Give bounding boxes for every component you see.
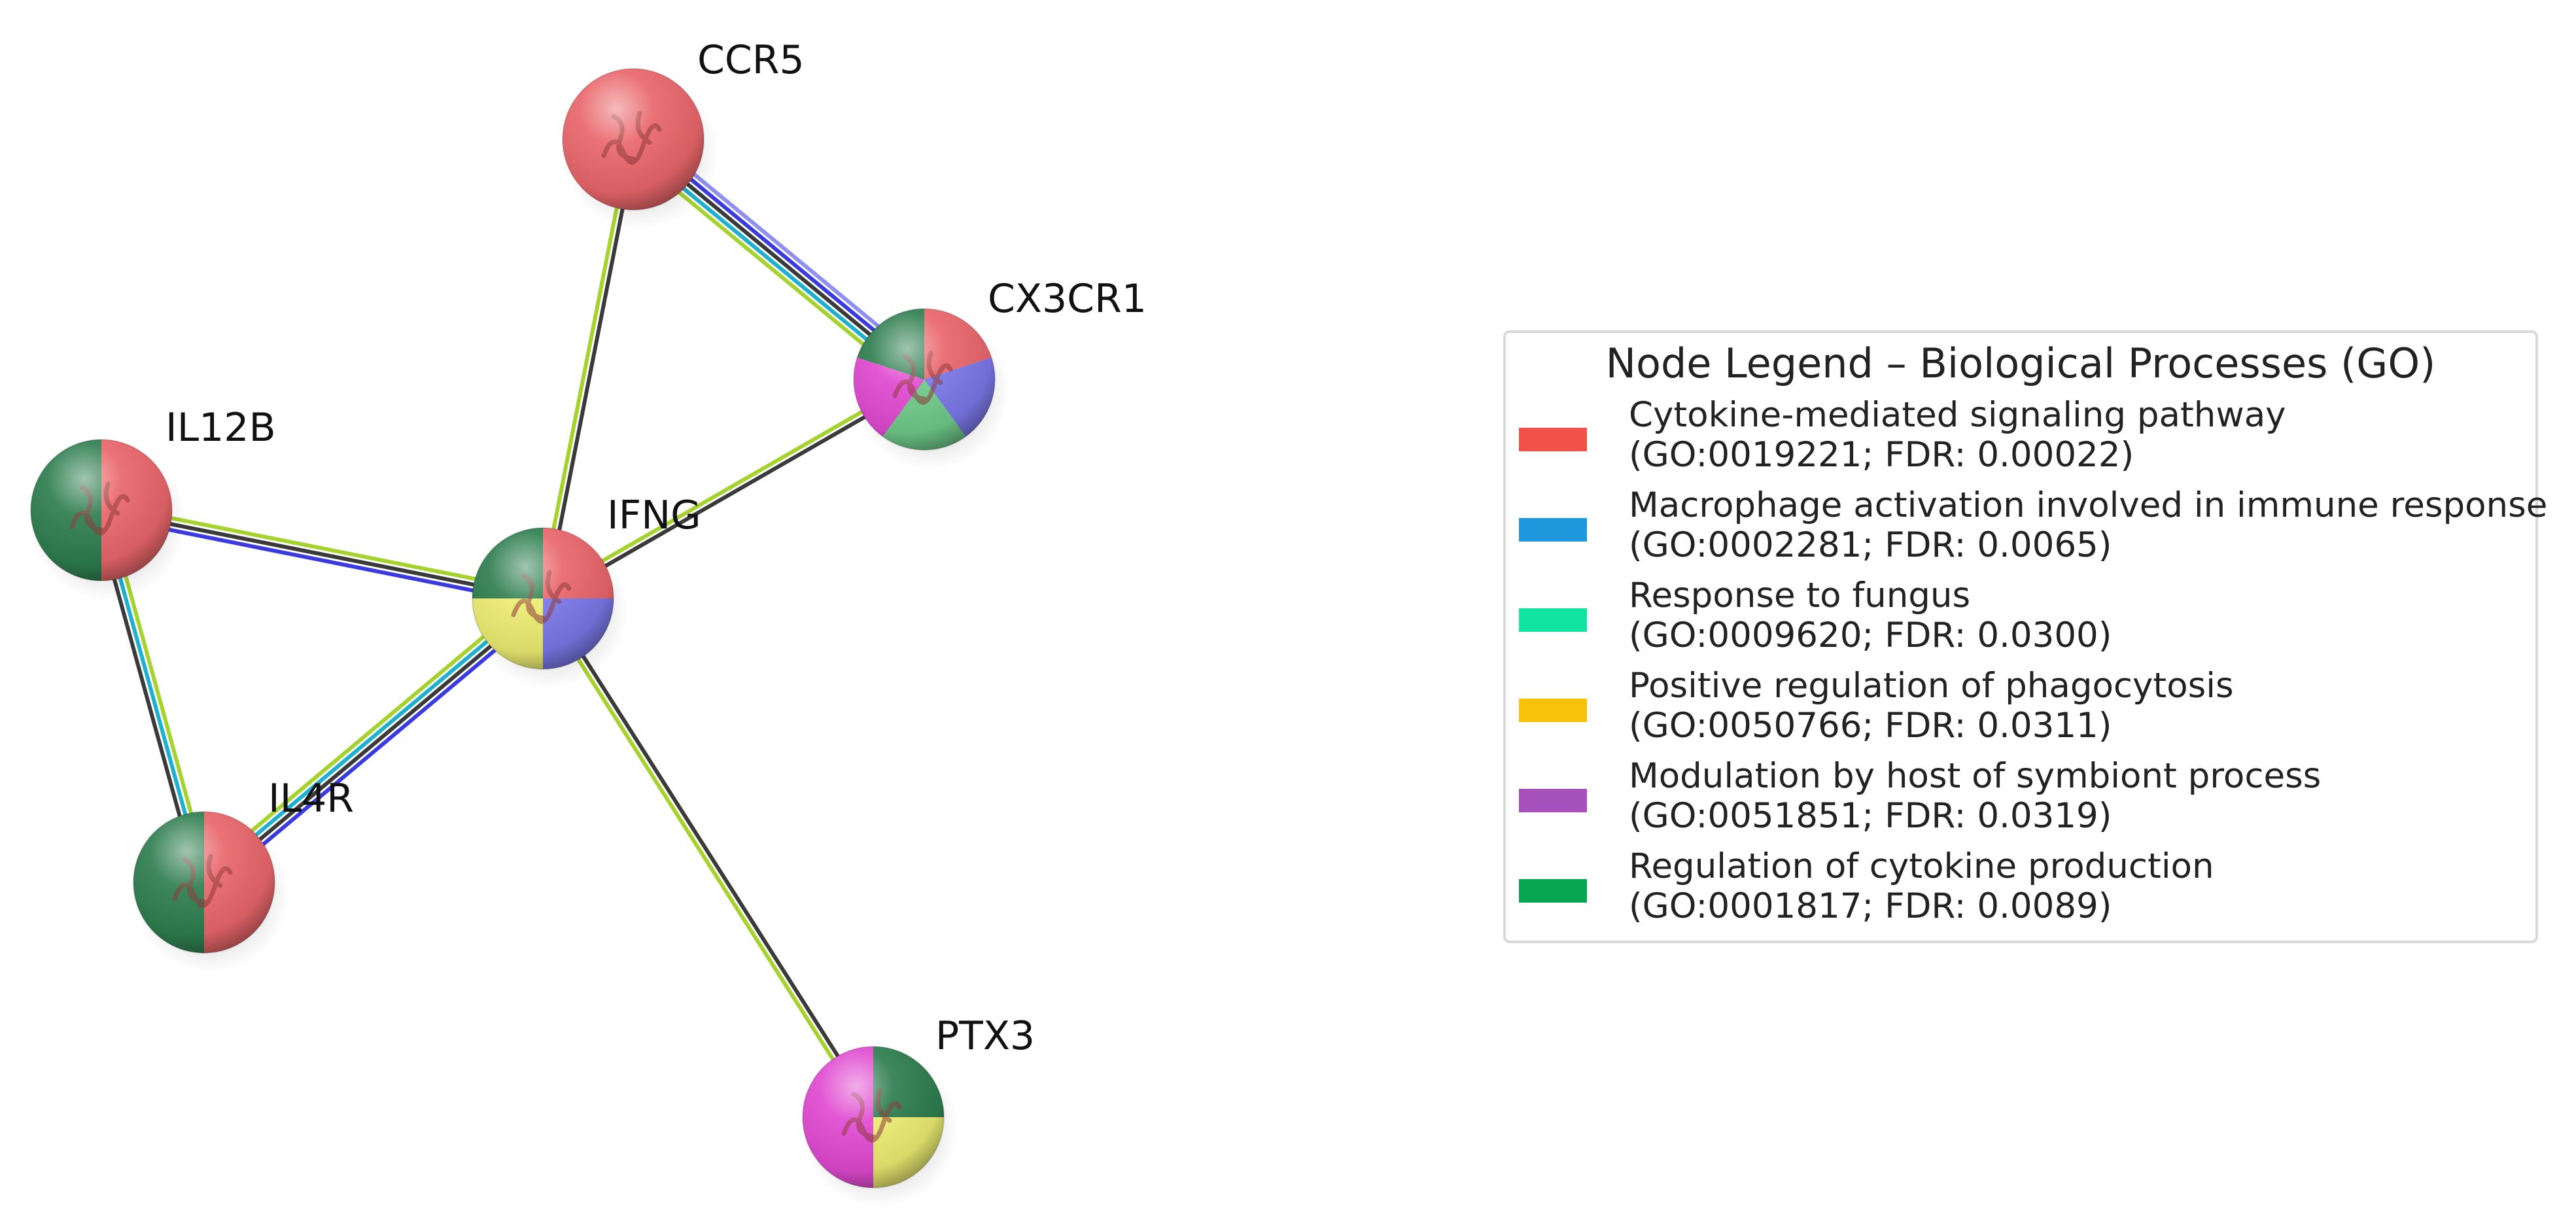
label-layer: CCR5 CX3CR1 IL12B IFNG IL4R PTX3 (165, 37, 1147, 1059)
node-layer (29, 68, 1009, 1207)
node-cx3cr1[interactable] (852, 308, 1009, 470)
legend-item-name: Positive regulation of phagocytosis (1629, 666, 2234, 706)
node-label-ifng: IFNG (607, 493, 701, 538)
node-il12b[interactable] (29, 439, 186, 600)
legend-item-detail: (GO:0051851; FDR: 0.0319) (1629, 796, 2112, 836)
node-gloss (562, 68, 705, 211)
legend-item-name: Response to fungus (1629, 576, 1971, 615)
edge-strand (538, 598, 873, 1120)
node-ifng[interactable] (471, 527, 628, 689)
legend-item-name: Modulation by host of symbiont process (1629, 756, 2322, 796)
node-label-cx3cr1: CX3CR1 (988, 276, 1147, 322)
node-gloss (472, 527, 614, 670)
legend-item: Macrophage activation involved in immune… (1518, 485, 2547, 567)
node-gloss (30, 439, 173, 581)
legend-text: Cytokine-mediated signaling pathway (GO:… (1629, 395, 2286, 475)
node-label-ccr5: CCR5 (697, 37, 805, 83)
legend-item: Regulation of cytokine production (GO:00… (1518, 846, 2525, 928)
legend-item-detail: (GO:0050766; FDR: 0.0311) (1629, 706, 2112, 746)
node-il4r[interactable] (132, 811, 289, 973)
legend-item-detail: (GO:0002281; FDR: 0.0065) (1629, 525, 2112, 565)
legend-item-name: Macrophage activation involved in immune… (1629, 485, 2548, 525)
legend-text: Regulation of cytokine production (GO:00… (1629, 846, 2214, 926)
legend-swatch (1519, 518, 1587, 542)
legend-swatch (1519, 879, 1587, 903)
legend-item: Positive regulation of phagocytosis (GO:… (1518, 666, 2525, 748)
legend-text: Macrophage activation involved in immune… (1629, 485, 2547, 565)
legend-item: Cytokine-mediated signaling pathway (GO:… (1518, 395, 2525, 477)
legend-swatch (1519, 608, 1587, 632)
legend-swatch (1519, 428, 1587, 451)
node-gloss (802, 1046, 945, 1188)
legend-text: Positive regulation of phagocytosis (GO:… (1629, 666, 2234, 746)
node-gloss (133, 811, 275, 954)
edge-strand (544, 595, 878, 1117)
node-label-il4r: IL4R (268, 776, 354, 822)
legend-text: Response to fungus (GO:0009620; FDR: 0.0… (1629, 576, 2112, 655)
legend-item-name: Regulation of cytokine production (1629, 846, 2214, 886)
legend-item: Response to fungus (GO:0009620; FDR: 0.0… (1518, 576, 2525, 657)
legend-swatch (1519, 789, 1587, 812)
legend-item-detail: (GO:0019221; FDR: 0.00022) (1629, 435, 2134, 475)
node-legend: Node Legend – Biological Processes (GO) … (1503, 330, 2547, 943)
node-label-ptx3: PTX3 (935, 1013, 1035, 1059)
legend-title: Node Legend – Biological Processes (GO) (1605, 339, 2436, 387)
legend-item: Modulation by host of symbiont process (… (1518, 756, 2525, 838)
node-label-il12b: IL12B (165, 405, 276, 451)
node-ptx3[interactable] (801, 1046, 958, 1207)
legend-swatch (1519, 699, 1587, 722)
legend-text: Modulation by host of symbiont process (… (1629, 756, 2321, 836)
edge-ifng-ptx3 (538, 595, 878, 1120)
node-gloss (853, 308, 996, 451)
legend-item-name: Cytokine-mediated signaling pathway (1629, 395, 2286, 435)
legend-item-detail: (GO:0009620; FDR: 0.0300) (1629, 615, 2112, 655)
node-ccr5[interactable] (561, 68, 718, 230)
legend-item-detail: (GO:0001817; FDR: 0.0089) (1629, 886, 2112, 926)
